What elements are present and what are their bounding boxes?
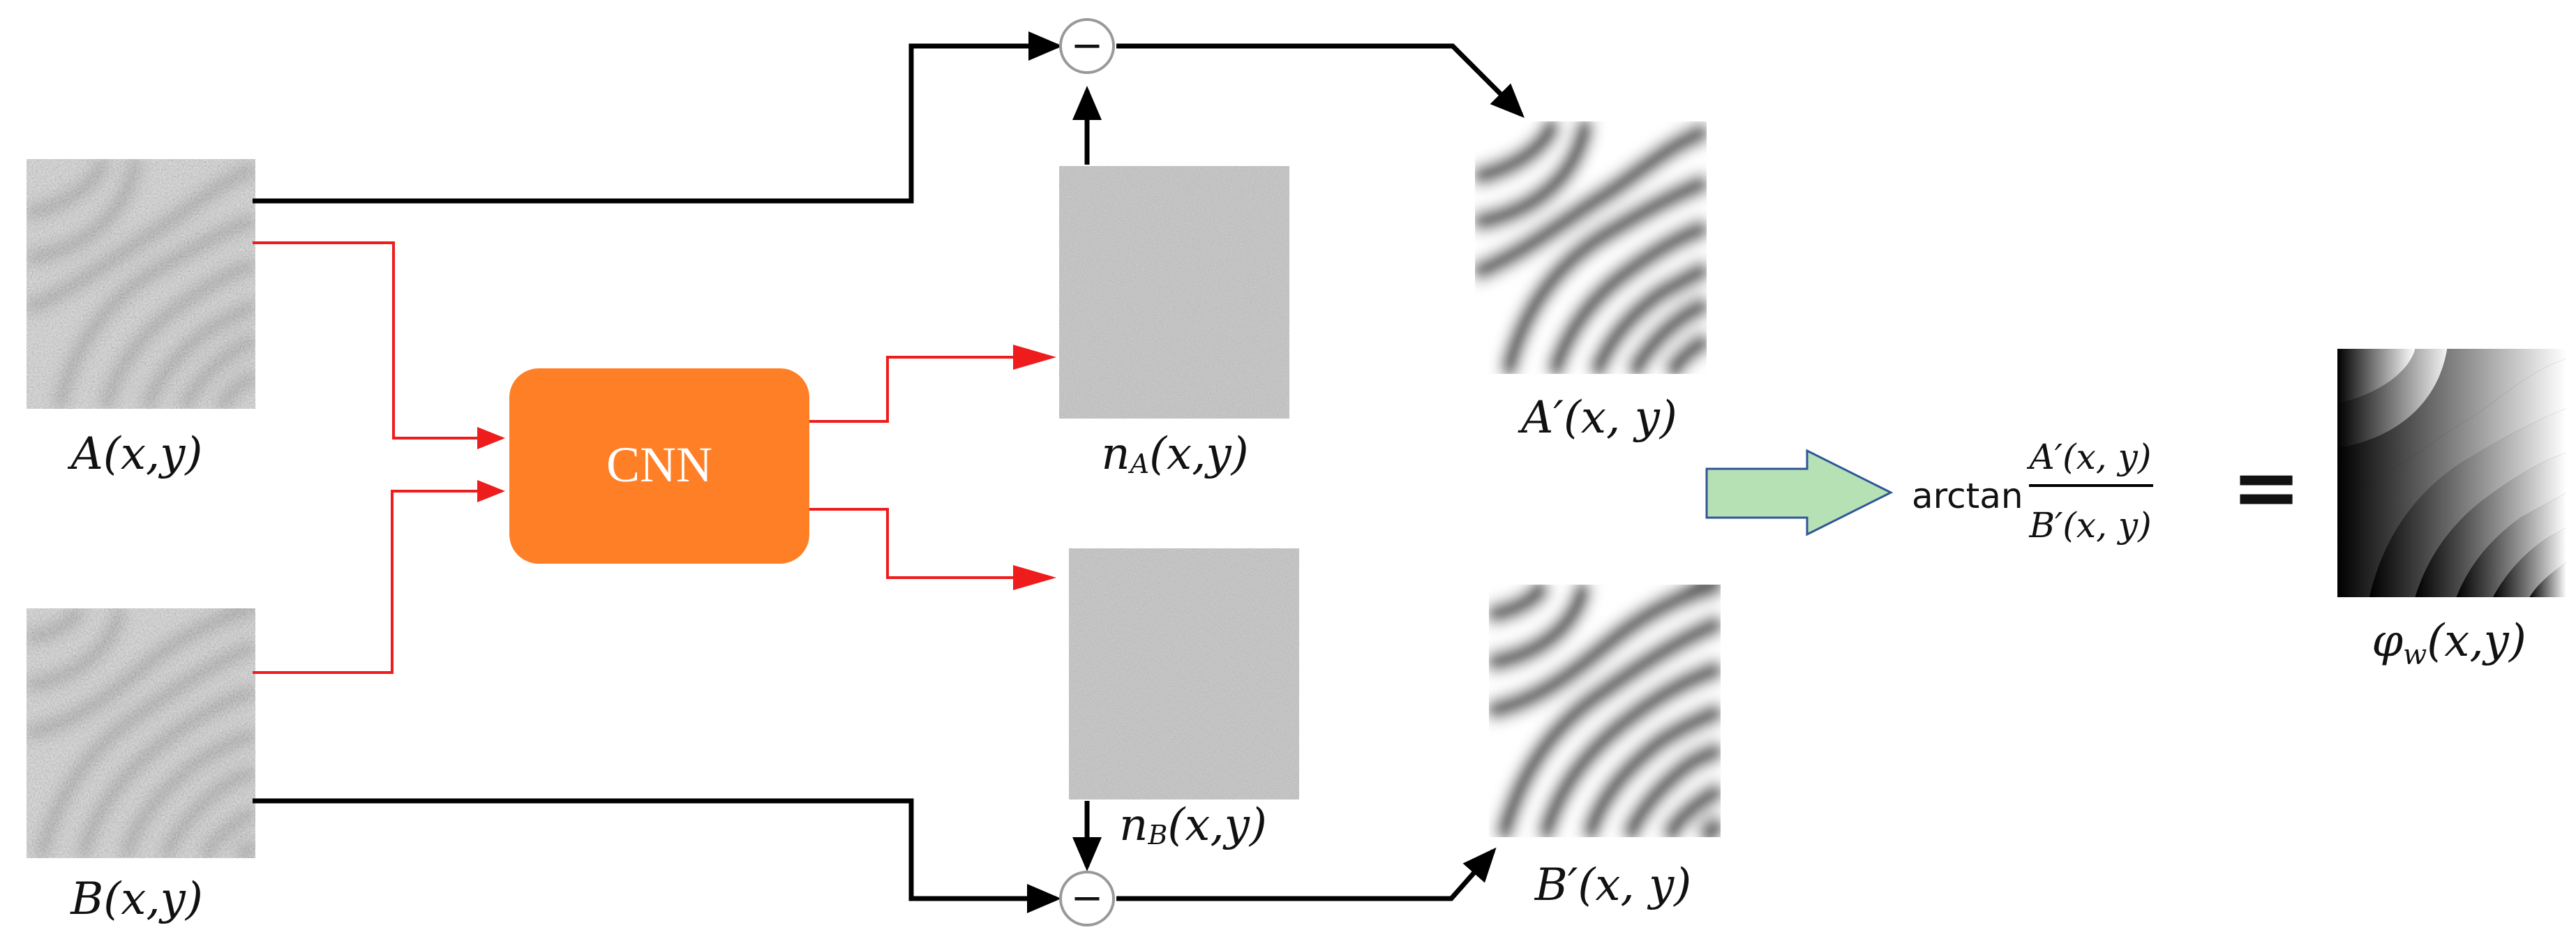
input-image-b [27, 608, 255, 858]
wrapped-phase-image [2337, 349, 2566, 597]
input-a-label: A(x,y) [68, 428, 203, 480]
svg-text:−: − [1071, 876, 1104, 921]
output-image-a-prime [1475, 121, 1707, 374]
arrowhead-to-noise-a [1013, 345, 1056, 370]
noise-image-a [1059, 166, 1289, 419]
input-image-a [27, 159, 255, 409]
arctan-formula: arctan A′(x, y) B′(x, y) = [1912, 437, 2301, 546]
output-a-prime-label: A′(x, y) [1518, 392, 1677, 444]
output-b-prime-label: B′(x, y) [1534, 859, 1691, 911]
formula-func: arctan [1912, 476, 2023, 516]
arrowhead-to-noise-b [1013, 565, 1056, 590]
noise-image-b [1069, 548, 1299, 799]
cnn-block: CNN [509, 368, 809, 564]
cnn-label: CNN [606, 437, 712, 493]
cnn-input-paths [253, 241, 505, 674]
noise-b-label: nB(x,y) [1119, 799, 1267, 851]
main-signal-paths [253, 31, 1525, 913]
svg-text:−: − [1071, 23, 1104, 68]
subtract-node-bottom: − [1059, 871, 1115, 926]
formula-numerator: A′(x, y) [2027, 437, 2152, 477]
equals-sign: = [2231, 440, 2302, 536]
cnn-output-paths [809, 356, 1038, 579]
green-arrow [1705, 449, 1894, 536]
result-label: φw(x,y) [2372, 615, 2526, 671]
subtract-node-top: − [1059, 18, 1115, 74]
input-b-label: B(x,y) [70, 873, 203, 925]
output-image-b-prime [1489, 585, 1721, 837]
noise-a-label: nA(x,y) [1101, 428, 1248, 480]
formula-denominator: B′(x, y) [2028, 505, 2151, 546]
